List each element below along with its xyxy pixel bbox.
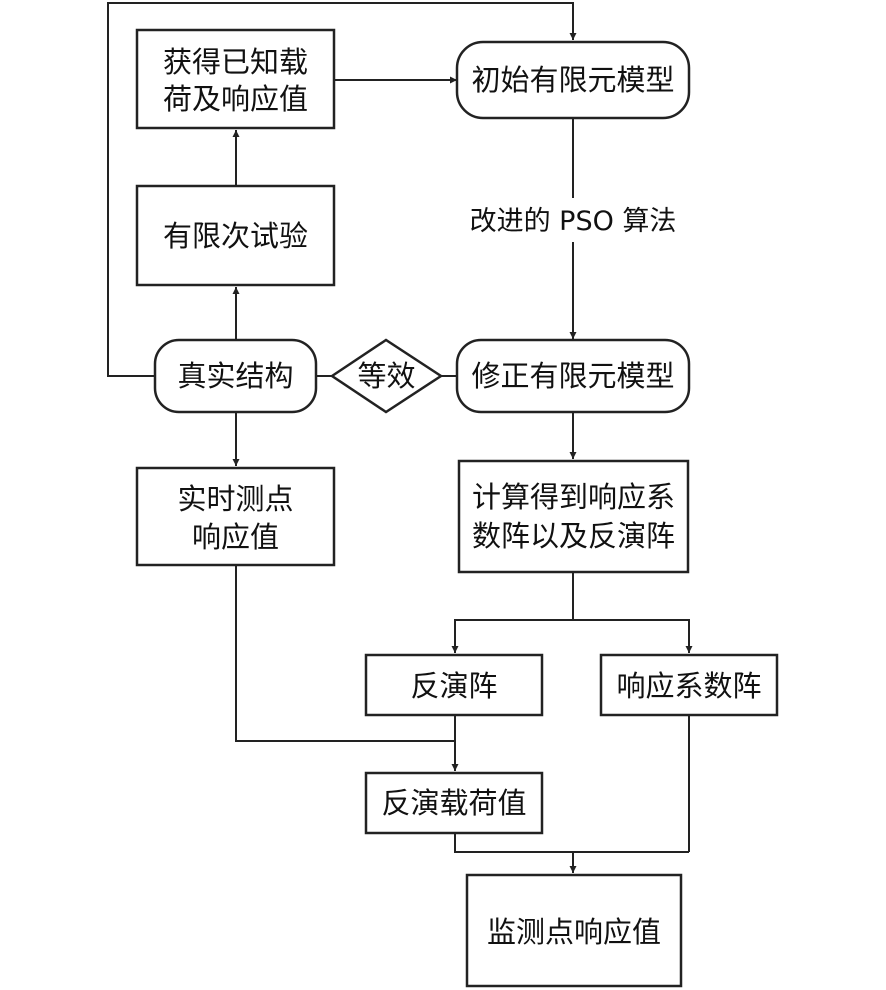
node-compute-matrix: 计算得到响应系 数阵以及反演阵 — [457, 459, 690, 574]
node-monitor-response-label: 监测点响应值 — [487, 915, 661, 949]
node-finite-test-label: 有限次试验 — [163, 219, 308, 253]
node-realtime-response-line1: 实时测点 — [177, 482, 293, 516]
node-known-load-line1: 获得已知载 — [163, 45, 308, 79]
edge-real-to-initial-loop — [107, 2, 577, 377]
node-equivalent-label: 等效 — [357, 359, 415, 393]
edge-compute-split — [451, 572, 574, 653]
edge-realtime-to-inverse-load — [235, 565, 455, 742]
node-known-load-line2: 荷及响应值 — [163, 82, 308, 116]
node-compute-matrix-line2: 数阵以及反演阵 — [472, 519, 675, 553]
node-monitor-response: 监测点响应值 — [465, 873, 683, 988]
node-response-matrix-label: 响应系数阵 — [616, 669, 761, 703]
pso-edge-label: 改进的 PSO 算法 — [450, 198, 696, 242]
node-updated-fem: 修正有限元模型 — [455, 338, 691, 414]
node-inverse-load-label: 反演载荷值 — [381, 786, 526, 820]
edge-compute-split-right — [573, 619, 693, 653]
node-finite-test: 有限次试验 — [135, 184, 336, 287]
node-response-matrix: 响应系数阵 — [599, 653, 779, 717]
node-real-structure: 真实结构 — [153, 338, 318, 414]
node-realtime-response-line2: 响应值 — [192, 520, 279, 554]
node-real-structure-label: 真实结构 — [177, 359, 293, 393]
node-inverse-matrix: 反演阵 — [364, 653, 544, 717]
node-initial-fem-label: 初始有限元模型 — [471, 63, 674, 97]
node-realtime-response: 实时测点 响应值 — [135, 466, 336, 567]
node-compute-matrix-line1: 计算得到响应系 — [472, 480, 675, 514]
node-inverse-load: 反演载荷值 — [364, 771, 544, 835]
node-equivalent: 等效 — [329, 338, 444, 414]
node-known-load: 获得已知载 荷及响应值 — [135, 28, 336, 130]
pso-label: 改进的 PSO 算法 — [470, 206, 677, 237]
edge-inverse-load-merge — [454, 833, 689, 853]
node-inverse-matrix-label: 反演阵 — [410, 669, 497, 703]
node-updated-fem-label: 修正有限元模型 — [471, 359, 674, 393]
connectors — [107, 2, 693, 873]
node-initial-fem: 初始有限元模型 — [455, 40, 691, 120]
